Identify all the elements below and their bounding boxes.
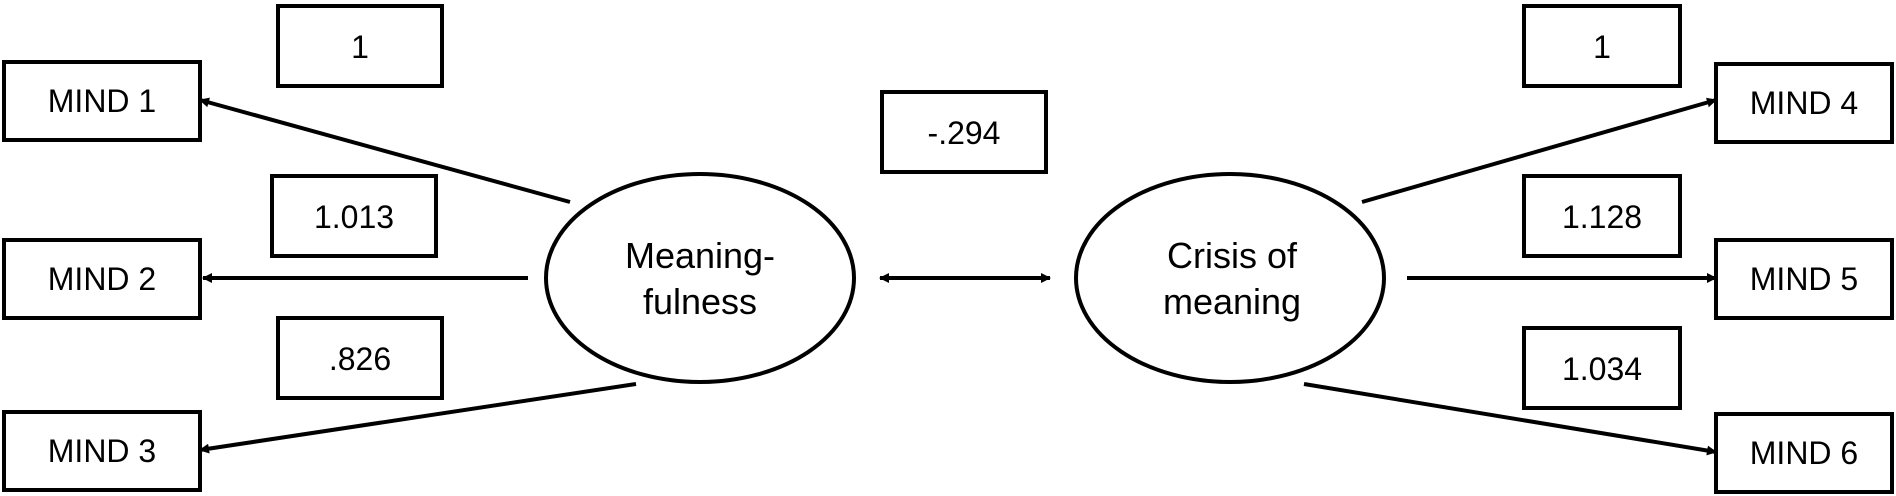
indicator-mind4-label: MIND 4 [1750, 85, 1858, 121]
loading-mind4: 1 [1522, 4, 1682, 88]
loading-mind2-value: 1.013 [314, 199, 394, 235]
indicator-mind3: MIND 3 [2, 410, 202, 492]
latent-meaningfulness-label-2: fulness [643, 281, 757, 322]
indicator-mind5-label: MIND 5 [1750, 261, 1858, 297]
path-meaningfulness-mind1 [199, 97, 571, 204]
loading-mind2: 1.013 [270, 174, 438, 258]
indicator-mind1-label: MIND 1 [48, 83, 156, 119]
indicator-mind3-label: MIND 3 [48, 433, 156, 469]
latent-crisis-of-meaning: Crisis of meaning [1074, 172, 1386, 384]
indicator-mind2: MIND 2 [2, 238, 202, 320]
indicator-mind1: MIND 1 [2, 60, 202, 142]
covariance-value: -.294 [928, 115, 1001, 151]
indicator-mind6: MIND 6 [1714, 412, 1894, 494]
loading-mind3-value: .826 [329, 341, 391, 377]
latent-crisis-label-2: meaning [1163, 281, 1301, 322]
indicator-mind6-label: MIND 6 [1750, 435, 1858, 471]
loading-mind5: 1.128 [1522, 174, 1682, 258]
indicator-mind5: MIND 5 [1714, 238, 1894, 320]
loading-mind1: 1 [276, 4, 444, 88]
indicator-mind2-label: MIND 2 [48, 261, 156, 297]
latent-crisis-label-1: Crisis of [1167, 235, 1298, 276]
indicator-mind4: MIND 4 [1714, 62, 1894, 144]
latent-meaningfulness: Meaning- fulness [544, 172, 856, 384]
covariance-value-box: -.294 [880, 90, 1048, 174]
loading-mind6-value: 1.034 [1562, 351, 1642, 387]
latent-meaningfulness-label-1: Meaning- [625, 235, 775, 276]
loading-mind1-value: 1 [351, 29, 369, 65]
loading-mind4-value: 1 [1593, 29, 1611, 65]
loading-mind5-value: 1.128 [1562, 199, 1642, 235]
loading-mind6: 1.034 [1522, 326, 1682, 410]
path-crisis-mind6 [1303, 382, 1717, 456]
loading-mind3: .826 [276, 316, 444, 400]
path-meaningfulness-mind3 [199, 382, 637, 454]
path-crisis-mind4 [1361, 97, 1717, 204]
